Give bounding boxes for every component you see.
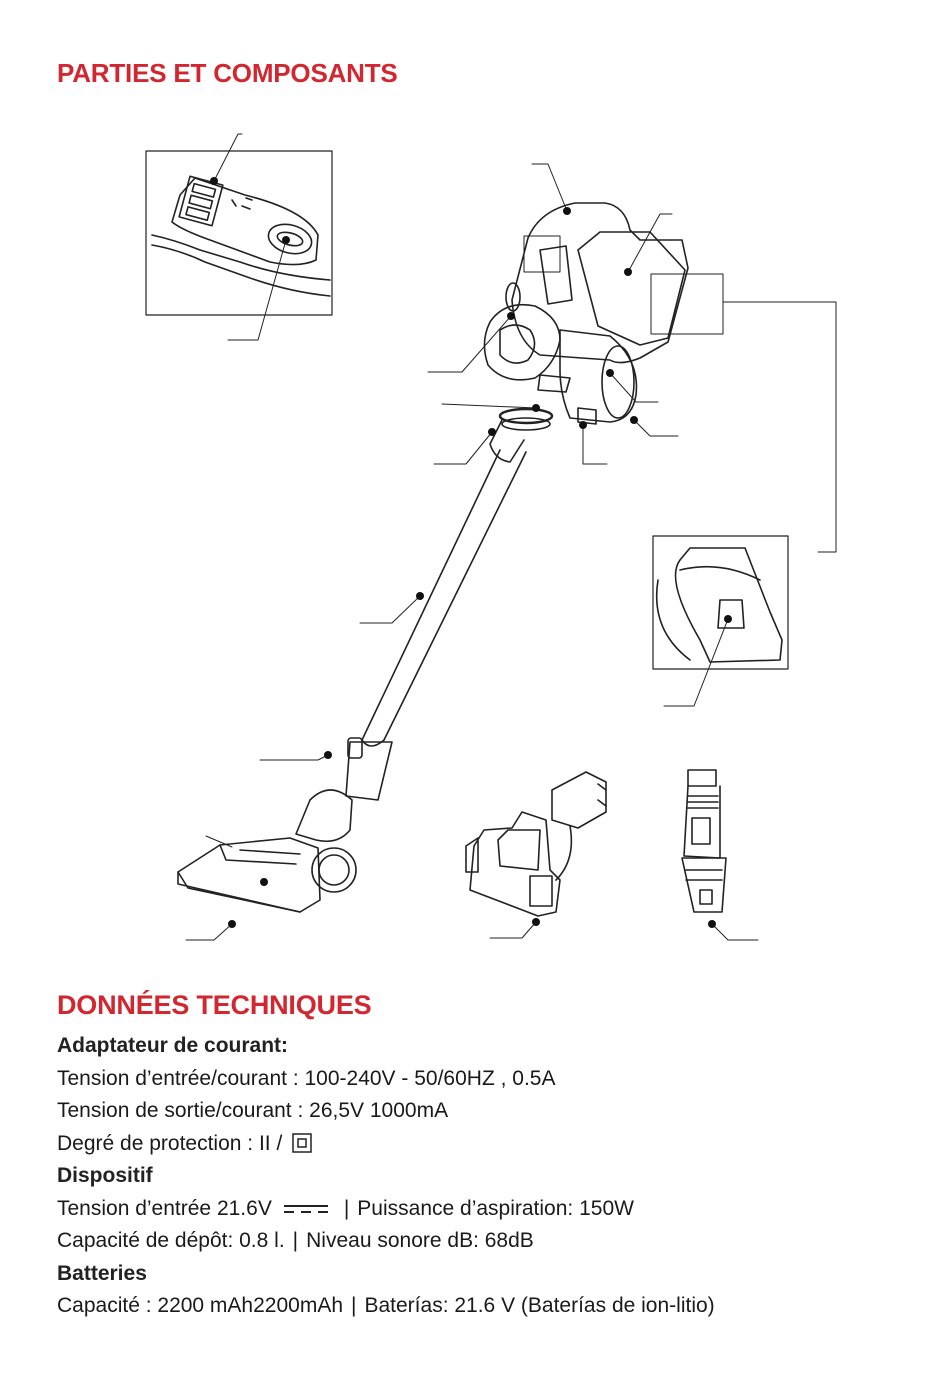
protection-text: Degré de protection : II / — [57, 1131, 283, 1155]
dc-current-symbol-icon — [283, 1204, 328, 1213]
protection-degree: Degré de protection : II / — [57, 1128, 917, 1161]
adapter-heading: Adaptateur de courant: — [57, 1034, 289, 1057]
device-heading: Dispositif — [57, 1164, 153, 1187]
section-title-specs: DONNÉES TECHNIQUES — [57, 990, 372, 1020]
device-line-2: Capacité de dépôt: 0.8 l. | Niveau sonore … — [57, 1225, 917, 1258]
separator: | — [351, 1294, 357, 1317]
noise-level: Niveau sonore dB: 68dB — [306, 1229, 534, 1252]
adapter-output: Tension de sortie/courant : 26,5V 1000mA — [57, 1099, 449, 1122]
separator: | — [292, 1229, 299, 1252]
vacuum-floor-head — [177, 789, 357, 913]
separator: | — [343, 1196, 350, 1220]
device-line-1: Tension d’entrée 21.6V | Puissance d’aspi… — [57, 1193, 917, 1226]
section-title-parts: PARTIES ET COMPOSANTS — [57, 58, 398, 88]
device-voltage: Tension d’entrée 21.6V — [57, 1196, 272, 1220]
battery-capacity: Capacité : 2200 mAh2200mAh — [57, 1294, 344, 1317]
callout-dots — [210, 177, 732, 928]
callout-lines — [185, 133, 837, 941]
technical-specs: Adaptateur de courant: Tension d’entrée/… — [57, 1030, 917, 1323]
vacuum-main-body — [483, 202, 689, 425]
battery-line: Capacité : 2200 mAh2200mAh | Baterías: 21.… — [57, 1290, 917, 1323]
inset-control-panel — [145, 150, 333, 316]
vacuum-tube — [345, 407, 554, 801]
parts-diagram — [145, 133, 837, 941]
battery-heading: Batteries — [57, 1261, 147, 1285]
double-insulation-icon — [292, 1132, 312, 1153]
dust-capacity: Capacité de dépôt: 0.8 l. — [57, 1229, 285, 1252]
crevice-tool — [681, 769, 727, 913]
battery-type: Baterías: 21.6 V (Baterías de ion-litio) — [364, 1294, 715, 1317]
adapter-input: Tension d’entrée/courant : 100-240V - 50… — [57, 1066, 556, 1090]
suction-power: Puissance d’aspiration: 150W — [357, 1196, 634, 1220]
inset-wall-mount — [652, 535, 789, 670]
charging-dock — [465, 771, 607, 917]
